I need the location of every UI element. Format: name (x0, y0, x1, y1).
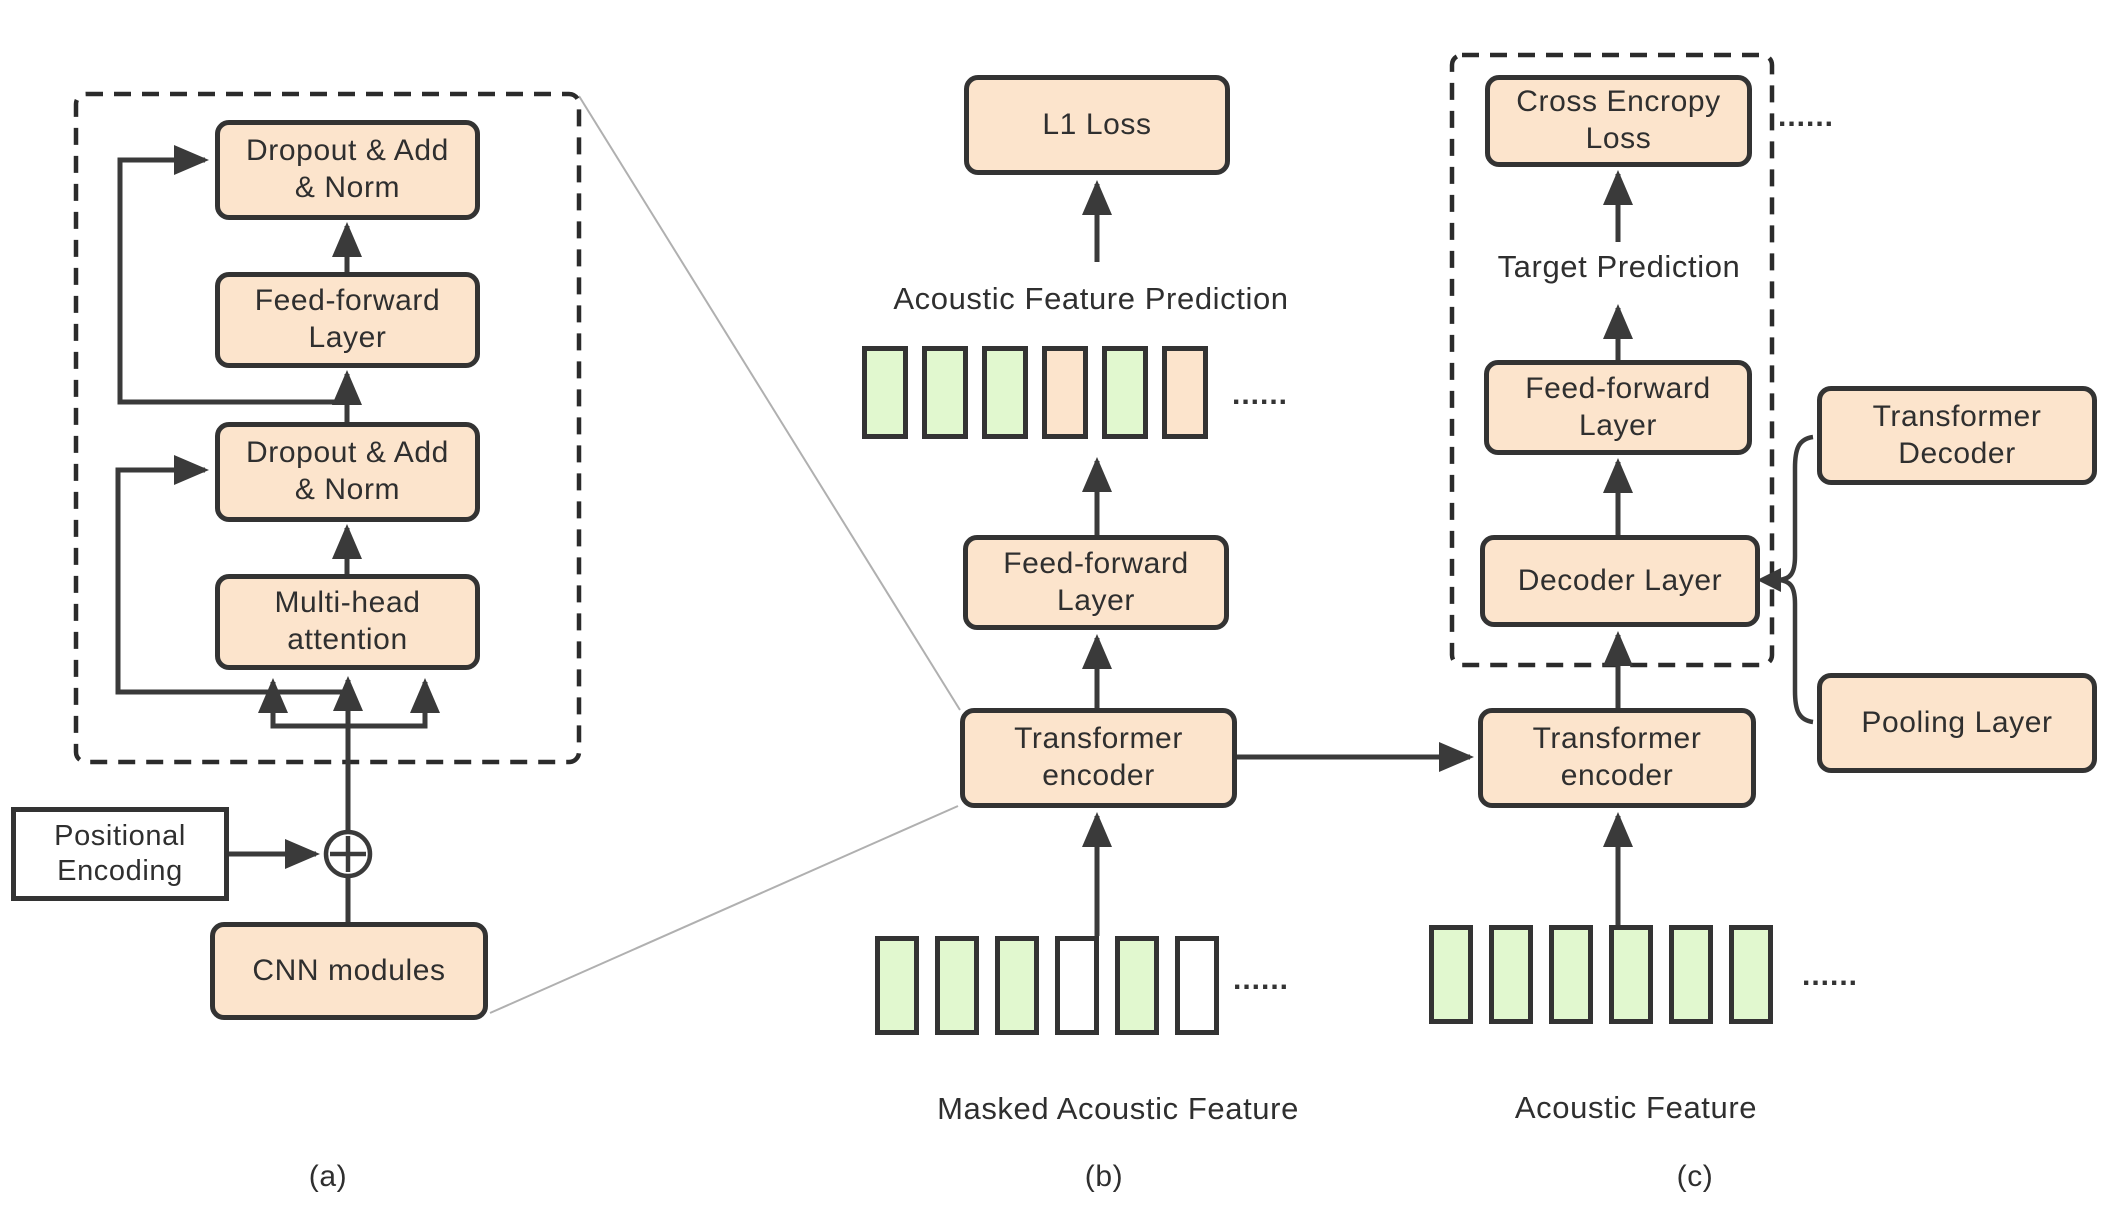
masked-input-token-row (875, 936, 1235, 1035)
feed-forward-layer-a-box: Feed-forward Layer (215, 272, 480, 368)
feature-token-green (995, 936, 1039, 1035)
box-label: Transformer (1014, 722, 1183, 756)
box-label: & Norm (294, 473, 401, 506)
dropout-add-norm-top-box: Dropout & Add & Norm (215, 120, 480, 220)
dashed-box-ellipsis: ...... (1778, 100, 1835, 133)
zoom-wedge-lines (489, 95, 961, 1014)
box-label: Transformer (1872, 399, 2042, 433)
dropout-add-norm-bottom-box: Dropout & Add & Norm (215, 422, 480, 522)
masked-input-ellipsis: ...... (1233, 963, 1290, 996)
cross-entropy-loss-box: Cross Encropy Loss (1485, 75, 1752, 167)
feature-token-green (922, 346, 968, 439)
feature-token-orange (1042, 346, 1088, 439)
cnn-modules-box: CNN modules (210, 922, 488, 1020)
pooling-layer-box: Pooling Layer (1817, 673, 2097, 773)
feature-token-green (1102, 346, 1148, 439)
box-label: Dropout & Add (246, 436, 449, 470)
box-label: Positional (54, 819, 186, 852)
feature-token-green (1429, 925, 1473, 1024)
feature-token-green (1609, 925, 1653, 1024)
box-label: Layer (1578, 408, 1658, 442)
feature-token-green (1549, 925, 1593, 1024)
box-label: Decoder (1898, 436, 2016, 470)
box-label: Loss (1585, 122, 1652, 155)
box-label: Feed-forward (254, 284, 441, 318)
box-label: Multi-head (274, 586, 421, 620)
feed-forward-layer-c-box: Feed-forward Layer (1484, 360, 1752, 455)
decoder-options-bracket (1778, 434, 1814, 725)
feature-token-green (875, 936, 919, 1035)
box-label: encoder (1560, 759, 1674, 792)
prediction-ellipsis: ...... (1232, 378, 1289, 411)
feature-token-white (1175, 936, 1219, 1035)
box-label: encoder (1042, 759, 1155, 792)
box-label: CNN modules (252, 953, 446, 987)
box-label: Transformer (1532, 722, 1702, 756)
acoustic-feature-label: Acoustic Feature (1514, 1090, 1758, 1125)
box-label: L1 Loss (1042, 107, 1152, 141)
acoustic-input-token-row (1429, 925, 1789, 1024)
box-label: Layer (308, 321, 387, 354)
box-label: Feed-forward (1525, 371, 1711, 405)
transformer-encoder-c-box: Transformer encoder (1478, 708, 1756, 808)
add-node-icon (323, 829, 373, 879)
panel-b-caption: (b) (1084, 1160, 1124, 1193)
feature-token-green (1729, 925, 1773, 1024)
box-label: Layer (1056, 583, 1136, 617)
feature-token-green (862, 346, 908, 439)
masked-acoustic-feature-label: Masked Acoustic Feature (937, 1091, 1299, 1126)
box-label: & Norm (294, 171, 401, 204)
box-label: Decoder Layer (1517, 563, 1723, 597)
box-label: Encoding (57, 855, 183, 887)
feature-token-white (1055, 936, 1099, 1035)
feature-token-orange (1162, 346, 1208, 439)
l1-loss-box: L1 Loss (964, 75, 1230, 175)
feed-forward-layer-b-box: Feed-forward Layer (963, 535, 1229, 630)
bracket-arrowhead (1757, 568, 1781, 592)
box-label: Cross Encropy (1516, 85, 1721, 119)
panel-c-caption: (c) (1676, 1160, 1714, 1193)
box-label: Feed-forward (1003, 546, 1189, 580)
decoder-layer-box: Decoder Layer (1480, 535, 1760, 627)
transformer-decoder-box: Transformer Decoder (1817, 386, 2097, 485)
acoustic-feature-prediction-label: Acoustic Feature Prediction (893, 281, 1289, 316)
box-label: attention (287, 623, 408, 656)
prediction-token-row (862, 346, 1222, 439)
feature-token-green (1115, 936, 1159, 1035)
feature-token-green (982, 346, 1028, 439)
box-label: Dropout & Add (246, 134, 449, 168)
panel-a-caption: (a) (308, 1160, 348, 1193)
box-label: Pooling Layer (1861, 705, 2053, 739)
feature-token-green (1489, 925, 1533, 1024)
target-prediction-label: Target Prediction (1497, 249, 1741, 284)
feature-token-green (1669, 925, 1713, 1024)
acoustic-input-ellipsis: ...... (1802, 959, 1859, 992)
transformer-encoder-b-box: Transformer encoder (960, 708, 1237, 808)
multi-head-attention-box: Multi-head attention (215, 574, 480, 670)
positional-encoding-box: Positional Encoding (11, 807, 229, 901)
feature-token-green (935, 936, 979, 1035)
